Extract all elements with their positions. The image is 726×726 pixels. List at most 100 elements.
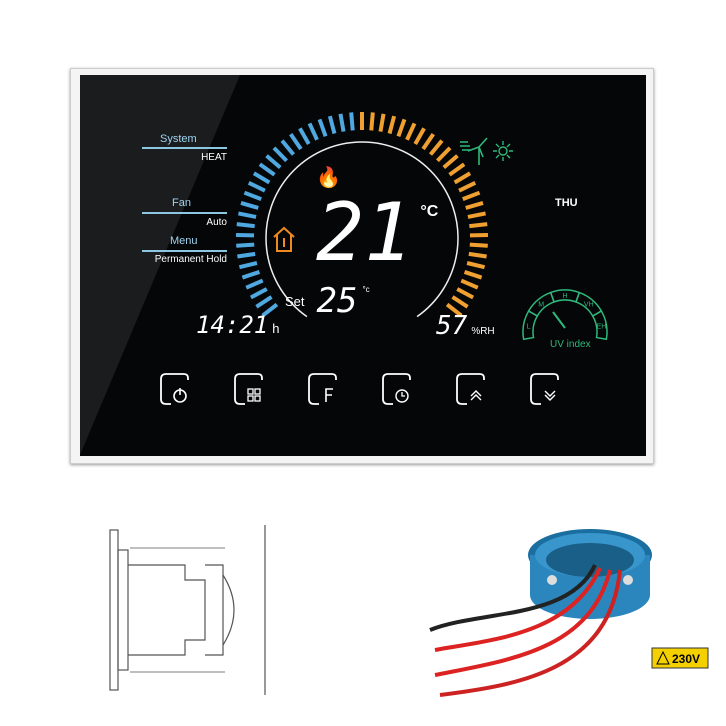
power-button[interactable] <box>158 372 192 406</box>
humidity-value: 57 <box>436 311 468 341</box>
dial-tick <box>317 118 328 137</box>
dial-tick <box>445 302 463 318</box>
dial-tick <box>298 127 311 146</box>
dial-tick <box>465 201 484 210</box>
dial-tick <box>405 122 417 141</box>
system-value[interactable]: HEAT <box>201 152 227 163</box>
uv-level-label: EH <box>597 324 607 331</box>
dial-tick <box>261 302 279 318</box>
clock-time: 14:21 <box>196 311 269 339</box>
fan-icon <box>308 373 337 405</box>
dial-tick <box>240 201 259 210</box>
dial-tick <box>468 251 487 259</box>
menu-button[interactable] <box>232 372 266 406</box>
dial-tick <box>289 132 303 151</box>
dial-tick <box>369 112 375 131</box>
dial-tick <box>469 222 488 229</box>
voltage-label: 230V <box>672 652 700 666</box>
dial-tick <box>448 162 466 177</box>
dial-tick <box>442 154 459 169</box>
dial-tick <box>453 171 472 185</box>
set-label: Set <box>285 293 305 309</box>
up-button[interactable] <box>454 372 488 406</box>
current-temperature-group: 21 °C <box>316 193 438 273</box>
dial-tick <box>238 211 257 219</box>
menu-icon <box>234 373 263 405</box>
dial-tick <box>469 242 488 248</box>
dial-tick <box>462 190 481 202</box>
sun-icon <box>493 141 513 161</box>
dial-tick <box>349 112 355 131</box>
humidity-unit: %RH <box>471 326 495 337</box>
fan-label: Fan <box>172 197 191 209</box>
uv-level-label: H <box>562 293 567 300</box>
dial-tick <box>236 242 255 248</box>
wind-turbine-icon <box>460 137 488 165</box>
current-temperature: 21 <box>316 186 413 279</box>
fan-value[interactable]: Auto <box>206 217 227 228</box>
set-unit: °c <box>362 285 370 294</box>
uv-index-label: UV index <box>550 339 591 350</box>
dial-tick <box>451 295 469 309</box>
dial-tick <box>338 113 346 132</box>
temperature-unit: °C <box>420 203 439 220</box>
dial-tick <box>307 122 319 141</box>
down-button[interactable] <box>528 372 562 406</box>
dial-tick <box>237 251 256 259</box>
uv-level-label: M <box>538 302 544 309</box>
dial-tick <box>436 146 452 163</box>
menu-label: Menu <box>170 235 198 247</box>
down-icon <box>530 373 559 405</box>
dial-tick <box>463 270 483 280</box>
power-icon <box>160 373 189 405</box>
humidity-group: 57 %RH <box>436 311 495 341</box>
dial-tick <box>413 127 426 146</box>
dial-tick <box>456 287 475 300</box>
divider <box>142 147 227 149</box>
dial-tick <box>265 154 282 169</box>
dial-tick <box>247 180 266 193</box>
schedule-button[interactable] <box>380 372 414 406</box>
clock-group: 14:21 h <box>196 311 279 339</box>
dial-tick <box>396 118 407 137</box>
uv-needle <box>552 311 566 329</box>
set-temperature[interactable]: 25 <box>316 281 358 321</box>
dial-tick <box>243 190 262 202</box>
flame-icon: 🔥 <box>316 167 341 189</box>
dial-tick <box>421 132 435 151</box>
dial-tick <box>466 261 486 270</box>
dial-tick <box>327 115 337 135</box>
dial-tick <box>428 139 444 156</box>
dial-tick <box>458 180 477 193</box>
system-label: System <box>160 133 197 145</box>
up-icon <box>456 373 485 405</box>
uv-level-label: L <box>527 324 531 331</box>
set-temperature-group: Set 25 °c <box>285 283 370 319</box>
uv-index-gauge: L M H VH EH <box>522 289 608 340</box>
day-of-week: THU <box>555 197 578 209</box>
uv-level-label: VH <box>584 302 594 309</box>
dial-tick <box>272 146 288 163</box>
dial-tick <box>255 295 273 309</box>
dial-tick <box>249 287 268 300</box>
dial-tick <box>378 113 386 132</box>
fan-button[interactable] <box>306 372 340 406</box>
dial-tick <box>236 222 255 229</box>
divider <box>142 212 227 214</box>
side-profile-diagram <box>109 525 266 695</box>
dial-tick <box>245 278 264 290</box>
indoor-temp-icon <box>273 226 295 252</box>
clock-suffix: h <box>272 321 280 336</box>
thermostat-screen: System HEAT Fan Auto Menu Permanent Hold… <box>80 75 646 456</box>
dial-tick <box>238 261 258 270</box>
dial-tick <box>252 171 271 185</box>
dial-tick <box>460 278 479 290</box>
dial-inner-arc <box>265 141 459 318</box>
dial-tick <box>280 139 296 156</box>
dial-tick <box>241 270 261 280</box>
schedule-icon <box>382 373 411 405</box>
dial-tick <box>258 162 276 177</box>
uv-segment <box>591 309 608 340</box>
menu-value[interactable]: Permanent Hold <box>154 254 227 265</box>
dial-tick <box>467 211 486 219</box>
